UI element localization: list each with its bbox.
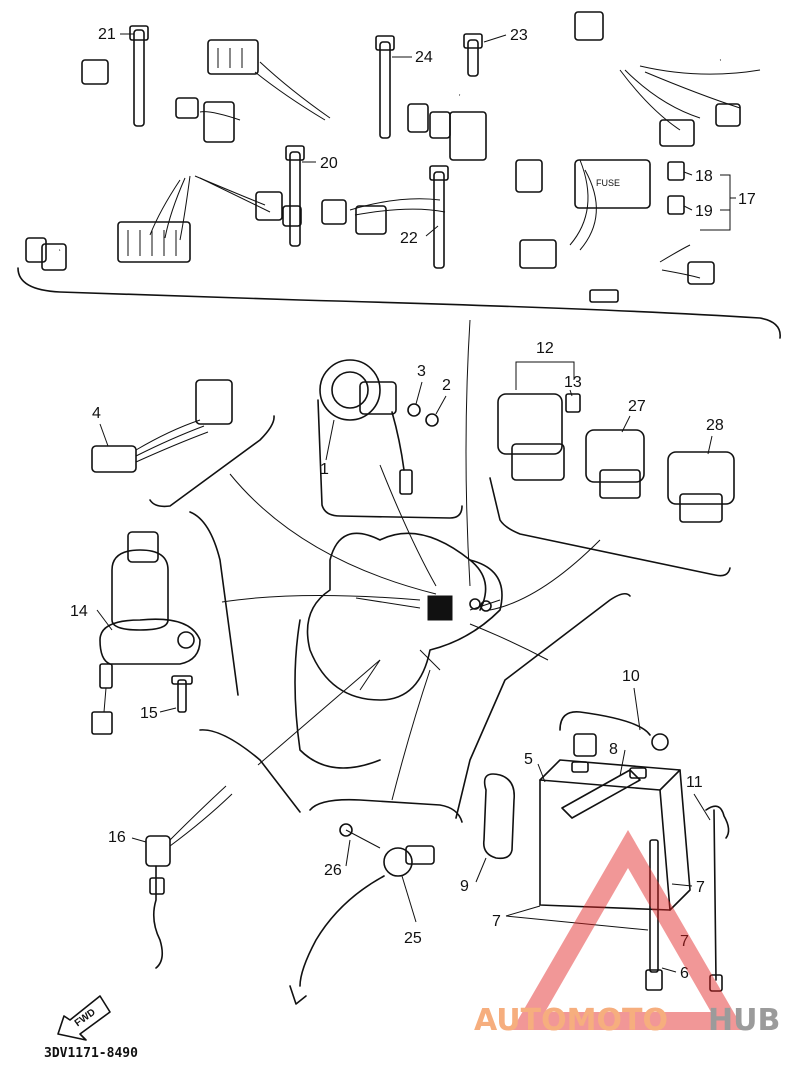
part-label: 22 [400, 230, 418, 247]
part-label: 24 [415, 49, 433, 66]
part-label: 6 [680, 965, 689, 982]
part-label: 16 [108, 829, 126, 846]
watermark-text-secondary: HUB [708, 1003, 780, 1038]
part-label: 23 [510, 27, 528, 44]
battery-assembly [482, 711, 730, 992]
part-label: 10 [622, 668, 640, 685]
part-label: 13 [564, 374, 582, 391]
part-label: 7 [696, 879, 705, 896]
part-16-neutral-switch [145, 785, 233, 969]
main-wire-harness [59, 57, 761, 303]
part-label: 4 [92, 405, 101, 422]
watermark-text-primary: AUTOMOTO [474, 1003, 668, 1038]
part-label: 28 [706, 417, 724, 434]
watermark-logo: AUTOMOTO HUB [474, 830, 780, 1038]
part-4-lead-wire [91, 379, 233, 473]
part-label: 17 [738, 191, 756, 208]
part-label: 9 [460, 878, 469, 895]
part-label: 26 [324, 862, 342, 879]
fwd-label: FWD [73, 1007, 98, 1029]
part-label: 20 [320, 155, 338, 172]
part-label: 7 [492, 913, 501, 930]
relay-parts [497, 393, 735, 523]
part-label: 2 [442, 377, 451, 394]
watermark-triangle [512, 830, 744, 1030]
part-label: 15 [140, 705, 158, 722]
part-label: 11 [686, 774, 703, 791]
part-label: 12 [536, 340, 554, 357]
part-label: 21 [98, 26, 116, 43]
figure-code: 3DV1171-8490 [44, 1046, 138, 1061]
part-label: 27 [628, 398, 646, 415]
harness-connectors: FUSE [25, 11, 741, 303]
part-label: 5 [524, 751, 533, 768]
part-label: 3 [417, 363, 426, 380]
leader-lines [221, 319, 601, 801]
part-label: 14 [70, 603, 88, 620]
part-1-relay-assembly [319, 359, 439, 495]
part-label-layer: 1 2 3 4 5 6 7 7 7 8 9 10 11 12 13 14 15 … [70, 26, 756, 982]
part-label: 25 [404, 930, 422, 947]
frame-silhouette [294, 532, 503, 769]
section-dividers [17, 267, 781, 823]
part-label: 1 [320, 461, 329, 478]
svg-text:FUSE: FUSE [596, 178, 620, 188]
part-label: 8 [609, 741, 618, 758]
part-label: 7 [680, 933, 689, 950]
label-leaders [96, 33, 736, 973]
fwd-arrow-icon: FWD [57, 995, 111, 1041]
part-label: 18 [695, 168, 713, 185]
part-25-sensor [289, 823, 435, 1005]
part-label: 19 [695, 203, 713, 220]
part-14-main-switch [91, 531, 201, 735]
cable-ties [129, 25, 483, 269]
